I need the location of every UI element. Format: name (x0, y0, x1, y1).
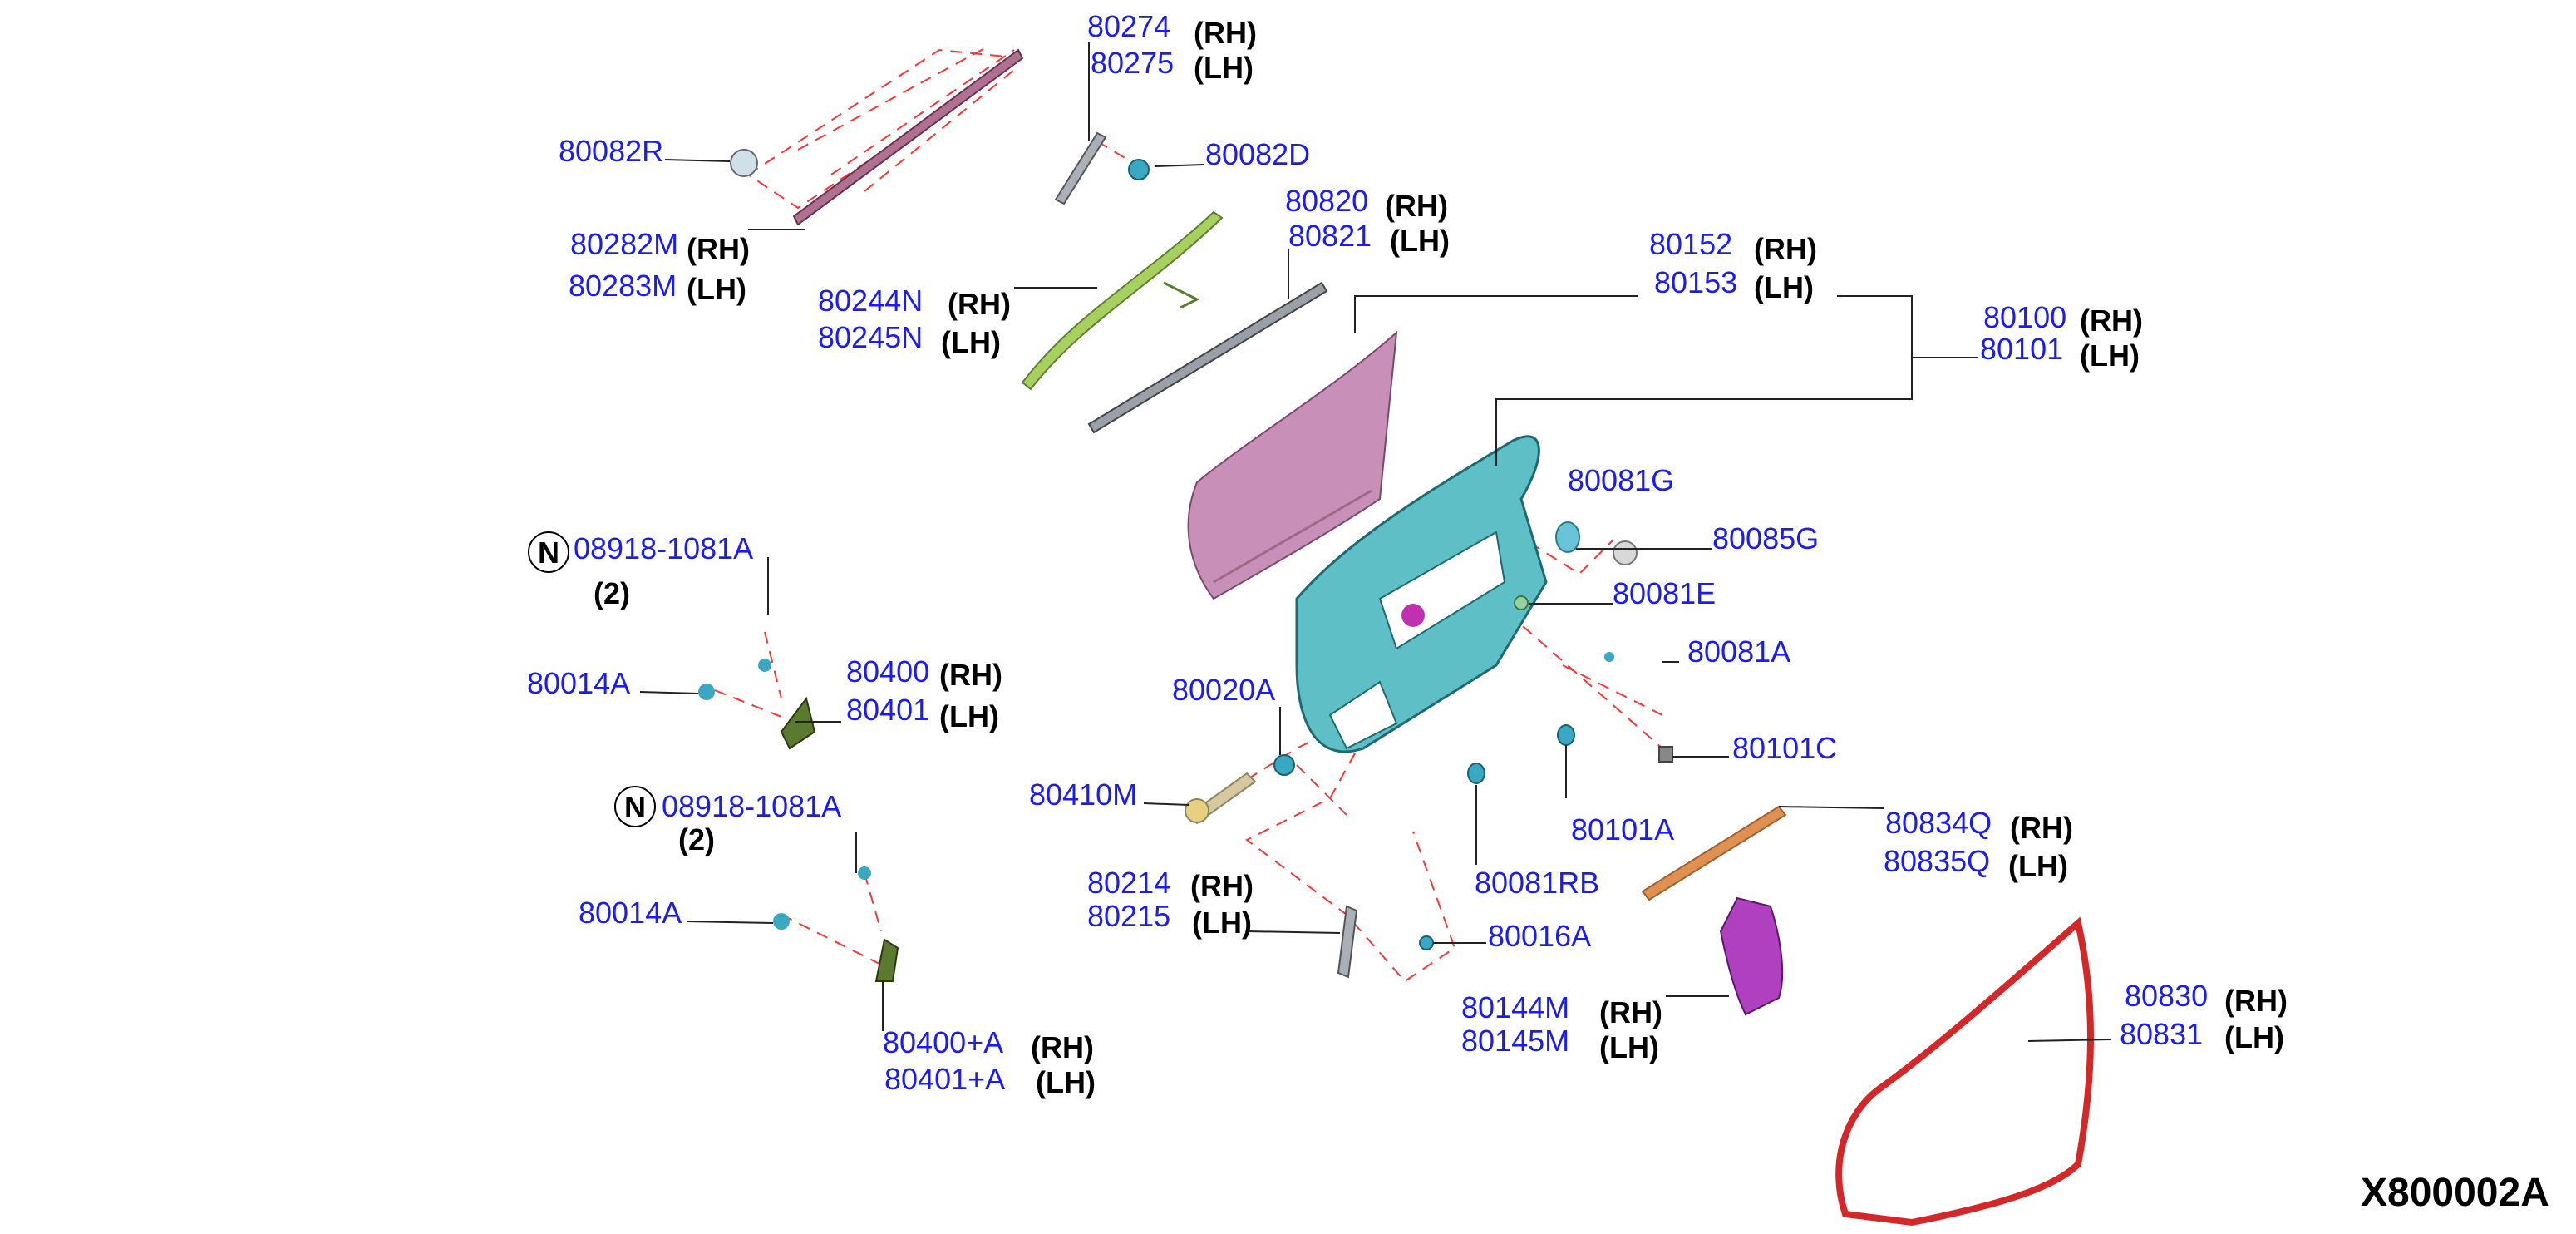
label-80274[interactable]: 80274 (1087, 9, 1170, 43)
label-80016A[interactable]: 80016A (1488, 919, 1591, 953)
part-80400-upper-hinge (698, 659, 816, 750)
label-80244N-side: (RH) (948, 287, 1011, 321)
label-80081G[interactable]: 80081G (1568, 463, 1674, 497)
label-80831[interactable]: 80831 (2120, 1017, 2203, 1051)
label-80152[interactable]: 80152 (1649, 227, 1732, 261)
new-part-marker-2: N (614, 786, 656, 827)
label-80275[interactable]: 80275 (1091, 46, 1174, 80)
part-80214-hinge-cover (1337, 905, 1358, 979)
part-80081E-clip (1514, 595, 1529, 610)
part-80400A-lower-hinge (773, 866, 899, 982)
label-80082D[interactable]: 80082D (1205, 137, 1310, 171)
label-80081E[interactable]: 80081E (1613, 576, 1716, 610)
label-80283M-side: (LH) (687, 272, 746, 306)
label-80831-side: (LH) (2224, 1020, 2284, 1054)
label-80144M[interactable]: 80144M (1461, 990, 1569, 1024)
label-80215[interactable]: 80215 (1087, 899, 1170, 933)
label-80101C[interactable]: 80101C (1732, 731, 1837, 765)
label-80152-side: (RH) (1754, 232, 1817, 266)
label-80834Q-side: (RH) (2010, 811, 2073, 845)
label-80245N-side: (LH) (941, 325, 1001, 359)
part-80274-sash-molding (1054, 131, 1107, 205)
part-80081RB-clip (1467, 763, 1485, 784)
label-08918-1081A-upper[interactable]: 08918-1081A (574, 531, 753, 565)
label-80215-side: (LH) (1192, 906, 1252, 940)
label-80014A-upper[interactable]: 80014A (527, 666, 630, 700)
label-80820[interactable]: 80820 (1285, 184, 1368, 218)
label-80145M-side: (LH) (1599, 1030, 1659, 1064)
label-80145M[interactable]: 80145M (1461, 1024, 1569, 1058)
label-80835Q[interactable]: 80835Q (1884, 844, 1990, 878)
new-part-marker-1: N (528, 531, 569, 573)
new-part-marker-2-letter: N (624, 790, 646, 824)
part-80020A-bolt (1273, 754, 1295, 776)
label-80401A[interactable]: 80401+A (884, 1062, 1005, 1096)
label-80834Q[interactable]: 80834Q (1885, 806, 1992, 840)
label-80400[interactable]: 80400 (846, 654, 929, 689)
label-80282M[interactable]: 80282M (570, 227, 678, 261)
label-80100[interactable]: 80100 (1983, 300, 2066, 334)
part-80152-door-outer-panel (1187, 330, 1398, 600)
label-80245N[interactable]: 80245N (818, 320, 923, 354)
label-80830-side: (RH) (2224, 984, 2288, 1018)
label-80014A-lower[interactable]: 80014A (579, 896, 682, 930)
label-80835Q-side: (LH) (2008, 849, 2068, 883)
new-part-marker-1-letter: N (538, 536, 559, 570)
part-80820-weatherstrip-outer (1087, 281, 1328, 434)
label-80101A[interactable]: 80101A (1571, 812, 1674, 847)
label-80081RB[interactable]: 80081RB (1475, 866, 1599, 900)
label-80214-side: (RH) (1190, 869, 1254, 903)
label-80400A-side: (RH) (1031, 1030, 1094, 1064)
label-80081A[interactable]: 80081A (1687, 634, 1790, 669)
label-80821-side: (LH) (1390, 224, 1450, 258)
part-80834Q-trim-strip (1641, 805, 1787, 901)
part-80082D-clip (1128, 159, 1150, 180)
label-80085G[interactable]: 80085G (1712, 521, 1819, 555)
label-80410M[interactable]: 80410M (1029, 777, 1137, 812)
label-80020A[interactable]: 80020A (1172, 673, 1275, 707)
label-80830[interactable]: 80830 (2125, 979, 2208, 1013)
label-80283M[interactable]: 80283M (569, 269, 677, 303)
label-80082R[interactable]: 80082R (559, 134, 663, 168)
label-08918-1081A-lower[interactable]: 08918-1081A (662, 789, 841, 823)
label-80100-side: (RH) (2080, 304, 2143, 338)
part-80016A-clip (1419, 935, 1434, 950)
label-80144M-side: (RH) (1599, 995, 1662, 1029)
diagram-reference: X800002A (2361, 1171, 2549, 1215)
part-80085G-grommet (1613, 540, 1638, 565)
part-80830-weatherstrip (1835, 916, 2094, 1227)
part-80101C-plug (1658, 746, 1673, 763)
label-80820-side: (RH) (1385, 189, 1448, 223)
label-80282M-side: (RH) (687, 232, 750, 266)
part-80100-door-frame (1295, 435, 1548, 753)
part-80081G-clip (1555, 521, 1580, 553)
label-80400-side: (RH) (939, 658, 1002, 692)
label-80821[interactable]: 80821 (1288, 219, 1372, 253)
label-80401[interactable]: 80401 (846, 693, 929, 727)
label-80214[interactable]: 80214 (1087, 866, 1170, 900)
label-80401-side: (LH) (939, 699, 999, 733)
label-80101[interactable]: 80101 (1980, 332, 2063, 366)
label-80153-side: (LH) (1754, 270, 1814, 304)
leader-lines (639, 42, 2112, 1042)
label-80244N[interactable]: 80244N (818, 284, 923, 318)
label-08918-lower-qty: (2) (678, 822, 715, 856)
part-labels: 80274 (RH) 80275 (LH) 80082R 80082D 8028… (527, 9, 2288, 1099)
part-80244N-glass-run (1021, 210, 1224, 391)
part-80101A-plug (1557, 724, 1575, 746)
part-80282M-belt-molding (792, 48, 1024, 226)
label-08918-upper-qty: (2) (594, 576, 630, 610)
label-80275-side: (LH) (1194, 51, 1254, 85)
part-80081A-clip (1604, 652, 1614, 662)
part-80410M-check-link (1185, 772, 1257, 825)
label-80400A[interactable]: 80400+A (883, 1025, 1003, 1059)
label-80101-side: (LH) (2080, 338, 2140, 373)
label-80401A-side: (LH) (1036, 1065, 1096, 1099)
part-80082R-clip (730, 149, 758, 177)
label-80274-side: (RH) (1194, 16, 1257, 50)
label-80153[interactable]: 80153 (1654, 265, 1737, 299)
part-80144M-sealing-screen (1719, 896, 1784, 1016)
